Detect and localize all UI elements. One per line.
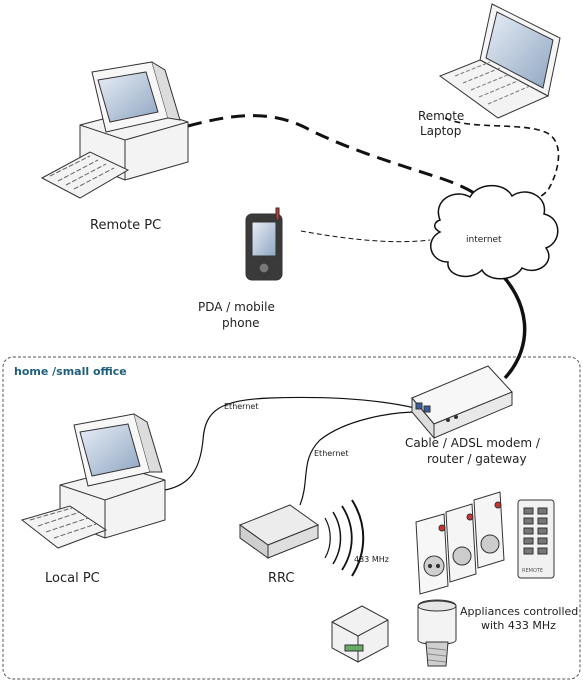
socket-switches-icon — [415, 491, 505, 595]
rrc-icon — [238, 504, 320, 559]
pda-icon — [245, 207, 283, 281]
ethernet-cable-local-pc — [164, 396, 416, 491]
lamp-socket-icon — [417, 599, 457, 667]
modem-label-line1: Cable / ADSL modem / — [405, 436, 540, 450]
internet-modem-cable — [493, 266, 527, 380]
ethernet-cable-rrc — [299, 411, 419, 506]
home-office-title: home /small office — [14, 365, 127, 378]
pda-link — [300, 230, 431, 243]
pda-label-line2: phone — [222, 316, 260, 330]
appliances-label-line2: with 433 MHz — [481, 619, 556, 632]
remote-control-brand: REMOTE — [522, 568, 544, 574]
remote-pc-link — [187, 114, 490, 213]
remote-pc-icon — [40, 61, 189, 199]
rrc-label: RRC — [268, 571, 295, 586]
appliances-label-line1: Appliances controlled — [460, 605, 579, 618]
remote-laptop-label-line1: Remote — [418, 109, 465, 123]
radio-waves-icon — [324, 499, 365, 577]
internet-label: internet — [466, 235, 502, 245]
internet-cloud — [430, 184, 559, 280]
mhz-label: 433 MHz — [354, 555, 389, 564]
remote-control-icon — [517, 499, 555, 579]
pda-label-line1: PDA / mobile — [198, 300, 275, 314]
ethernet-label-1: Ethernet — [224, 402, 259, 411]
local-pc-icon — [20, 413, 166, 549]
switch-module-icon — [331, 605, 389, 663]
modem-icon — [411, 365, 513, 440]
remote-pc-label: Remote PC — [90, 218, 162, 233]
local-pc-label: Local PC — [45, 571, 100, 586]
ethernet-label-2: Ethernet — [314, 449, 349, 458]
remote-laptop-label-line2: Laptop — [420, 124, 462, 138]
modem-label-line2: router / gateway — [427, 452, 527, 466]
remote-laptop-icon — [438, 3, 561, 119]
